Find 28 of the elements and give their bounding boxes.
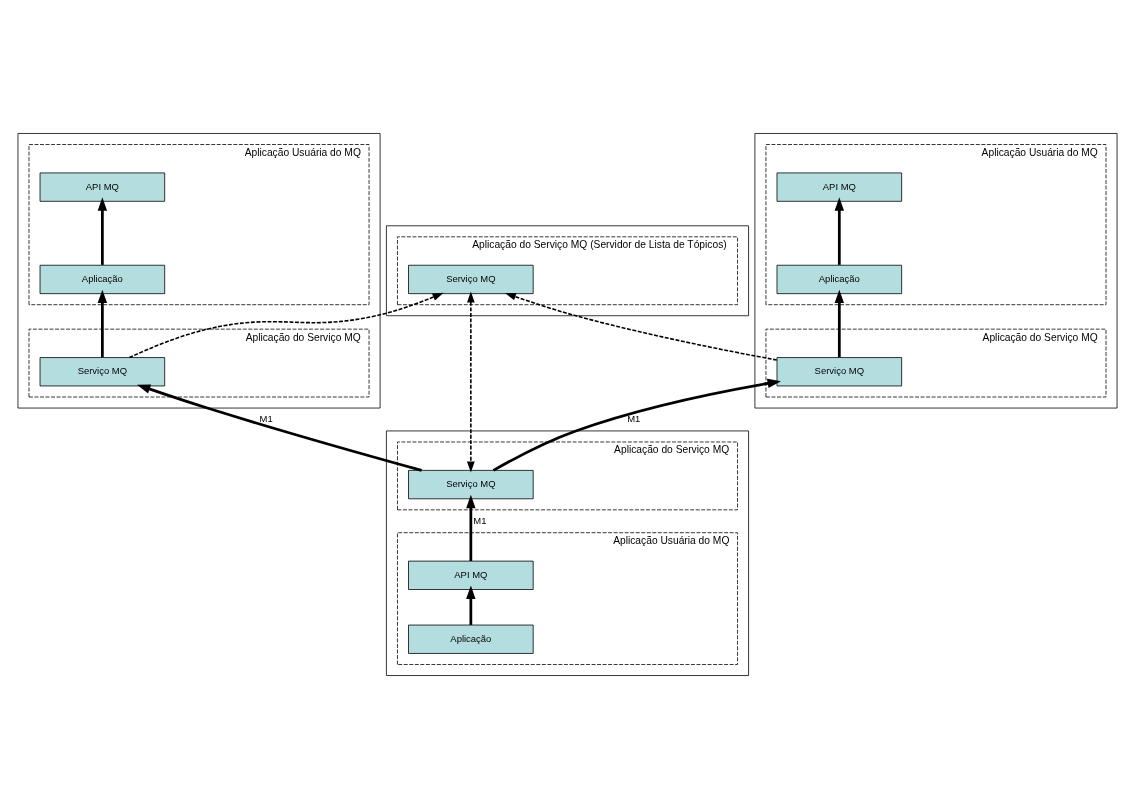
edge-label: M1: [259, 412, 273, 424]
arrow: [492, 378, 781, 472]
arrow: [97, 289, 108, 358]
node-box: Serviço MQ: [39, 357, 166, 387]
arrow: [466, 291, 475, 473]
cluster: [386, 430, 749, 676]
arrow: [834, 197, 845, 265]
cluster: [17, 133, 381, 409]
arrow: [504, 292, 778, 361]
arrow: [128, 292, 444, 359]
node-box: API MQ: [776, 172, 903, 202]
arrow: [97, 197, 108, 265]
node-box: Serviço MQ: [408, 470, 534, 500]
node-box: Aplicação: [408, 624, 534, 654]
arrow: [466, 585, 476, 625]
node-box: API MQ: [39, 172, 166, 202]
node-box: Aplicação: [776, 264, 903, 295]
cluster: [386, 225, 749, 317]
node-box: Serviço MQ: [408, 264, 534, 295]
cluster: [754, 133, 1118, 409]
edge-label: M1: [627, 412, 641, 424]
node-box: Serviço MQ: [776, 357, 903, 387]
node-box: API MQ: [408, 560, 534, 590]
arrow: [136, 384, 422, 472]
node-box: Aplicação: [39, 264, 166, 295]
edge-label: M1: [473, 514, 487, 526]
arrow: [834, 289, 845, 358]
arrow: [466, 494, 476, 561]
